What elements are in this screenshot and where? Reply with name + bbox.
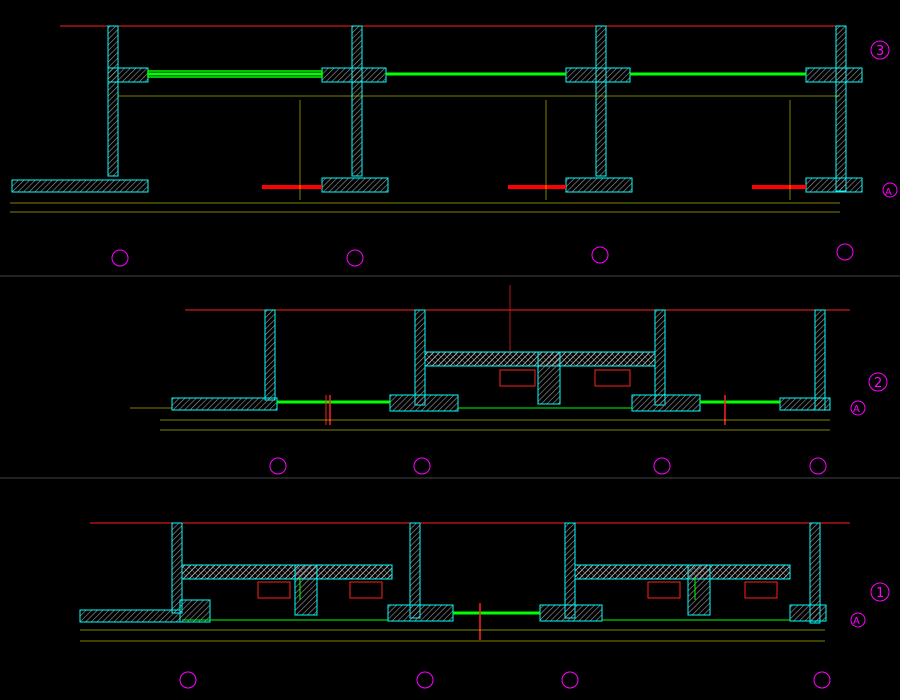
- wall-right: [835, 25, 847, 192]
- floor-slab: [789, 604, 827, 622]
- equipment-box: [744, 581, 778, 599]
- axis-label: A: [885, 187, 892, 198]
- floor-slab: [389, 394, 459, 412]
- slab: [805, 67, 863, 83]
- wall-mid-1: [351, 25, 363, 177]
- floor-slab: [779, 397, 831, 411]
- section-1: 3 A: [10, 25, 898, 267]
- axis-marker: [416, 671, 434, 689]
- section-number: 3: [876, 44, 884, 59]
- wall-mid-2: [654, 309, 666, 406]
- floor-slab: [11, 179, 149, 193]
- floor-slab: [179, 599, 211, 623]
- slab: [321, 67, 387, 83]
- axis-marker: [413, 457, 431, 475]
- axis-marker: [561, 671, 579, 689]
- axis-label-marker: [850, 400, 866, 416]
- floor-slab: [171, 397, 278, 411]
- section-number-marker: [870, 582, 890, 602]
- floor-slab: [321, 177, 389, 193]
- axis-marker: [809, 457, 827, 475]
- axis-marker: [179, 671, 197, 689]
- section-3: 1 A: [79, 522, 890, 689]
- floor-slab: [539, 604, 603, 622]
- section-number: 2: [874, 376, 882, 391]
- wall-mid-2: [564, 522, 576, 619]
- floor-slab: [565, 177, 633, 193]
- axis-marker: [591, 246, 609, 264]
- equipment-box: [349, 581, 383, 599]
- floor-slab: [805, 177, 863, 193]
- axis-marker: [653, 457, 671, 475]
- wall-left: [264, 309, 276, 401]
- wall-right: [814, 309, 826, 411]
- slab: [565, 67, 631, 83]
- wall-mid-1: [414, 309, 426, 406]
- wall-mid-1: [409, 522, 421, 619]
- slab: [107, 67, 149, 83]
- floor-slab: [631, 394, 701, 412]
- wall-right: [809, 522, 821, 624]
- axis-label-marker: [850, 612, 866, 628]
- beam: [181, 564, 393, 580]
- equipment-box: [647, 581, 681, 599]
- wall-mid-2: [595, 25, 607, 177]
- column: [537, 351, 561, 405]
- beam: [574, 564, 791, 580]
- section-number-marker: [868, 372, 888, 392]
- axis-marker: [346, 249, 364, 267]
- wall-left: [107, 25, 119, 177]
- axis-label: A: [853, 404, 860, 415]
- floor-slab: [387, 604, 454, 622]
- axis-marker: [836, 243, 854, 261]
- floor-slab: [79, 609, 181, 623]
- column: [294, 564, 318, 616]
- equipment-box: [499, 369, 536, 387]
- axis-label: A: [853, 616, 860, 627]
- column: [687, 564, 711, 616]
- equipment-box: [257, 581, 291, 599]
- axis-label-marker: [882, 182, 898, 198]
- axis-marker: [813, 671, 831, 689]
- section-number: 1: [876, 586, 884, 601]
- section-2: 2 A: [130, 285, 888, 475]
- axis-marker: [269, 457, 287, 475]
- axis-marker: [111, 249, 129, 267]
- equipment-box: [594, 369, 631, 387]
- section-number-marker: [870, 40, 890, 60]
